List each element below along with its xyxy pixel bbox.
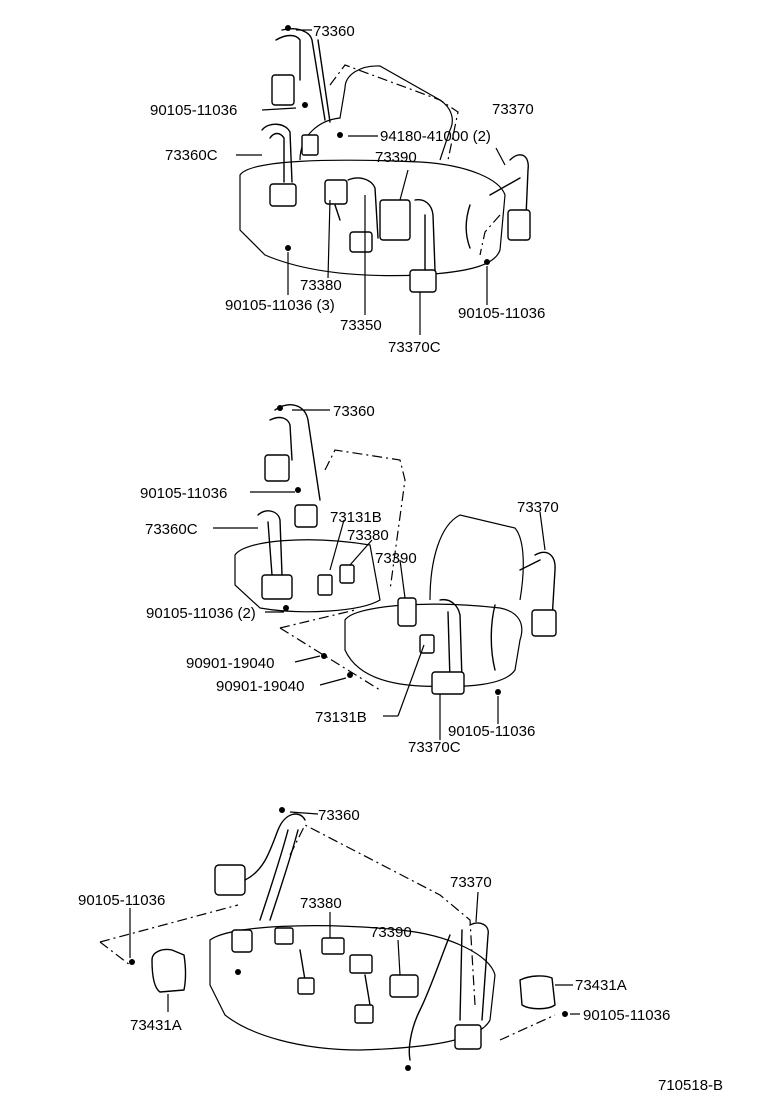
upper-assembly: 73360 90105-11036 94180-41000 (2) 73370 … bbox=[150, 23, 545, 356]
label-90105-11036-upper-right: 90105-11036 bbox=[458, 305, 545, 322]
label-73380-upper: 73380 bbox=[300, 277, 342, 294]
label-73431a-right: 73431A bbox=[575, 977, 627, 994]
label-73370-upper: 73370 bbox=[492, 101, 534, 118]
label-73360-middle: 73360 bbox=[333, 403, 375, 420]
label-90105-11036-middle: 90105-11036 bbox=[140, 485, 227, 502]
label-73360-lower: 73360 bbox=[318, 807, 360, 824]
label-73370-middle: 73370 bbox=[517, 499, 559, 516]
label-73431a-left: 73431A bbox=[130, 1017, 182, 1034]
label-73370c-middle: 73370C bbox=[408, 739, 461, 756]
label-73360c-middle: 73360C bbox=[145, 521, 198, 538]
label-73370c-upper: 73370C bbox=[388, 339, 441, 356]
label-73360c-upper: 73360C bbox=[165, 147, 218, 164]
label-73370-lower: 73370 bbox=[450, 874, 492, 891]
label-94180-41000: 94180-41000 (2) bbox=[380, 128, 491, 145]
label-90105-11036-lower-right: 90105-11036 bbox=[583, 1007, 670, 1024]
label-73390-upper: 73390 bbox=[375, 149, 417, 166]
label-90901-19040-b: 90901-19040 bbox=[216, 678, 304, 695]
label-73131b-middle-top: 73131B bbox=[330, 509, 382, 526]
label-73380-lower: 73380 bbox=[300, 895, 342, 912]
diagram-id: 710518-B bbox=[658, 1077, 723, 1094]
label-73131b-middle-bottom: 73131B bbox=[315, 709, 367, 726]
label-90105-11036-lower-left: 90105-11036 bbox=[78, 892, 165, 909]
middle-assembly: 73360 90105-11036 73131B 73370 73360C 73… bbox=[140, 403, 559, 756]
label-73360-upper: 73360 bbox=[313, 23, 355, 40]
label-73390-lower: 73390 bbox=[370, 924, 412, 941]
label-90105-11036-upper: 90105-11036 bbox=[150, 102, 237, 119]
label-90105-11036-middle-right: 90105-11036 bbox=[448, 723, 535, 740]
label-73390-middle: 73390 bbox=[375, 550, 417, 567]
label-73380-middle: 73380 bbox=[347, 527, 389, 544]
label-90105-11036-2: 90105-11036 (2) bbox=[146, 605, 256, 622]
label-90901-19040-a: 90901-19040 bbox=[186, 655, 274, 672]
lower-assembly: 73360 90105-11036 73370 73380 73390 7343… bbox=[78, 807, 670, 1071]
label-73350: 73350 bbox=[340, 317, 382, 334]
label-90105-11036-3: 90105-11036 (3) bbox=[225, 297, 335, 314]
